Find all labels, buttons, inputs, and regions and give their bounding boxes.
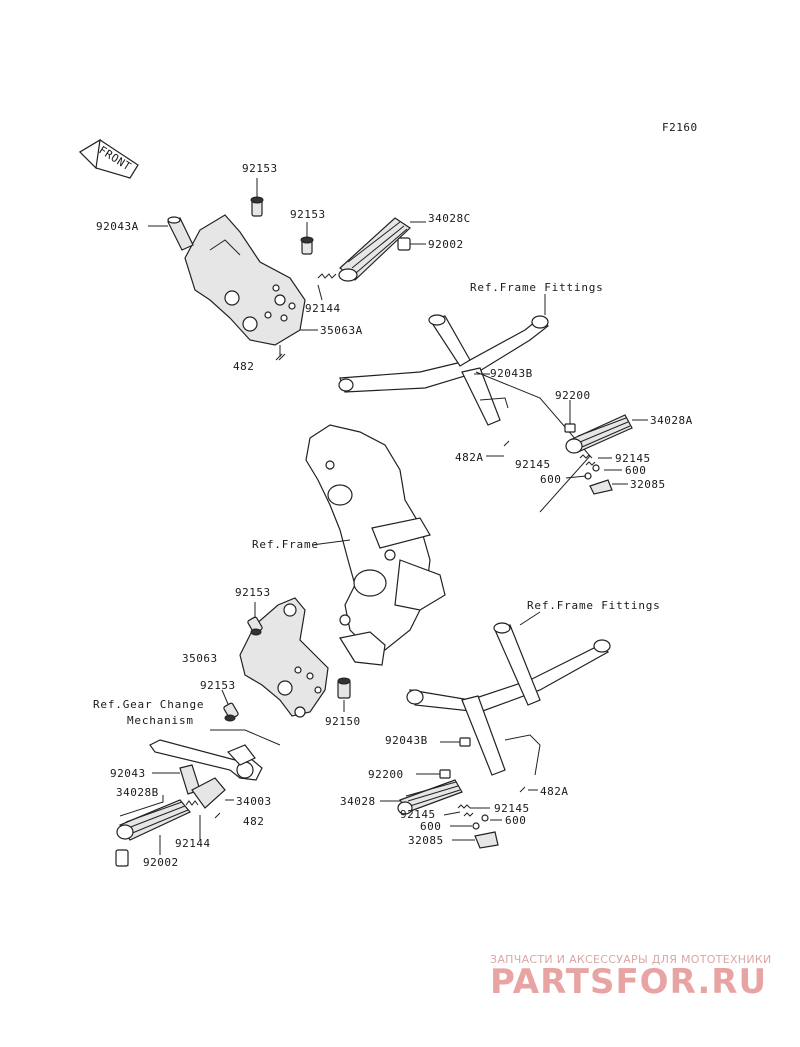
part-label-34003: 34003 xyxy=(236,795,272,808)
front-direction-arrow-icon: FRONT xyxy=(79,138,139,179)
watermark-caption: ЗАПЧАСТИ И АКСЕССУАРЫ ДЛЯ МОТОТЕХНИКИ xyxy=(490,953,772,966)
part-label-482-a: 482 xyxy=(233,360,254,373)
figure-code: F2160 xyxy=(662,121,698,134)
part-label-32085-a: 32085 xyxy=(630,478,666,491)
watermark-brand: PARTSFOR.RU xyxy=(490,962,767,1002)
part-label-92002-b: 92002 xyxy=(143,856,179,869)
part-label-92153-b: 92153 xyxy=(290,208,326,221)
lower-frame-fittings-assembly xyxy=(380,611,611,849)
part-label-34028B: 34028B xyxy=(116,786,159,799)
ref-gear-change-line2: Mechanism xyxy=(127,714,194,727)
upper-footrest-bracket-assembly xyxy=(148,178,426,361)
main-frame-outline xyxy=(305,424,446,666)
part-label-482A-b: 482A xyxy=(540,785,569,798)
part-label-92200-b: 92200 xyxy=(368,768,404,781)
ref-frame-fittings-lower: Ref.Frame Fittings xyxy=(527,599,661,612)
part-label-482A-a: 482A xyxy=(455,451,484,464)
upper-frame-fittings-assembly xyxy=(338,294,648,513)
part-label-92145-a: 92145 xyxy=(515,458,551,471)
ref-frame-fittings-upper: Ref.Frame Fittings xyxy=(470,281,604,294)
part-label-92153-d: 92153 xyxy=(200,679,236,692)
part-label-482-b: 482 xyxy=(243,815,264,828)
part-label-92145-d: 92145 xyxy=(400,808,436,821)
part-label-35063: 35063 xyxy=(182,652,218,665)
part-label-34028C: 34028C xyxy=(428,212,471,225)
part-label-92145-b: 92145 xyxy=(615,452,651,465)
lower-footrest-bracket-assembly xyxy=(115,597,351,867)
part-label-92145-c: 92145 xyxy=(494,802,530,815)
part-label-600-c: 600 xyxy=(505,814,526,827)
part-label-92144-a: 92144 xyxy=(305,302,341,315)
part-label-92002-a: 92002 xyxy=(428,238,464,251)
part-label-35063A: 35063A xyxy=(320,324,363,337)
part-label-34028A: 34028A xyxy=(650,414,693,427)
part-label-32085-b: 32085 xyxy=(408,834,444,847)
part-label-92043B-b: 92043B xyxy=(385,734,428,747)
ref-frame: Ref.Frame xyxy=(252,538,319,551)
part-label-600-a: 600 xyxy=(625,464,646,477)
ref-gear-change-line1: Ref.Gear Change xyxy=(93,698,204,711)
part-label-92153-c: 92153 xyxy=(235,586,271,599)
part-label-92043: 92043 xyxy=(110,767,146,780)
part-label-600-d: 600 xyxy=(420,820,441,833)
part-label-92200-a: 92200 xyxy=(555,389,591,402)
part-label-92043A: 92043A xyxy=(96,220,139,233)
part-label-92144-b: 92144 xyxy=(175,837,211,850)
part-label-92150: 92150 xyxy=(325,715,361,728)
part-label-92153-a: 92153 xyxy=(242,162,278,175)
part-label-34028: 34028 xyxy=(340,795,376,808)
part-label-92043B-a: 92043B xyxy=(490,367,533,380)
part-label-600-b: 600 xyxy=(540,473,561,486)
